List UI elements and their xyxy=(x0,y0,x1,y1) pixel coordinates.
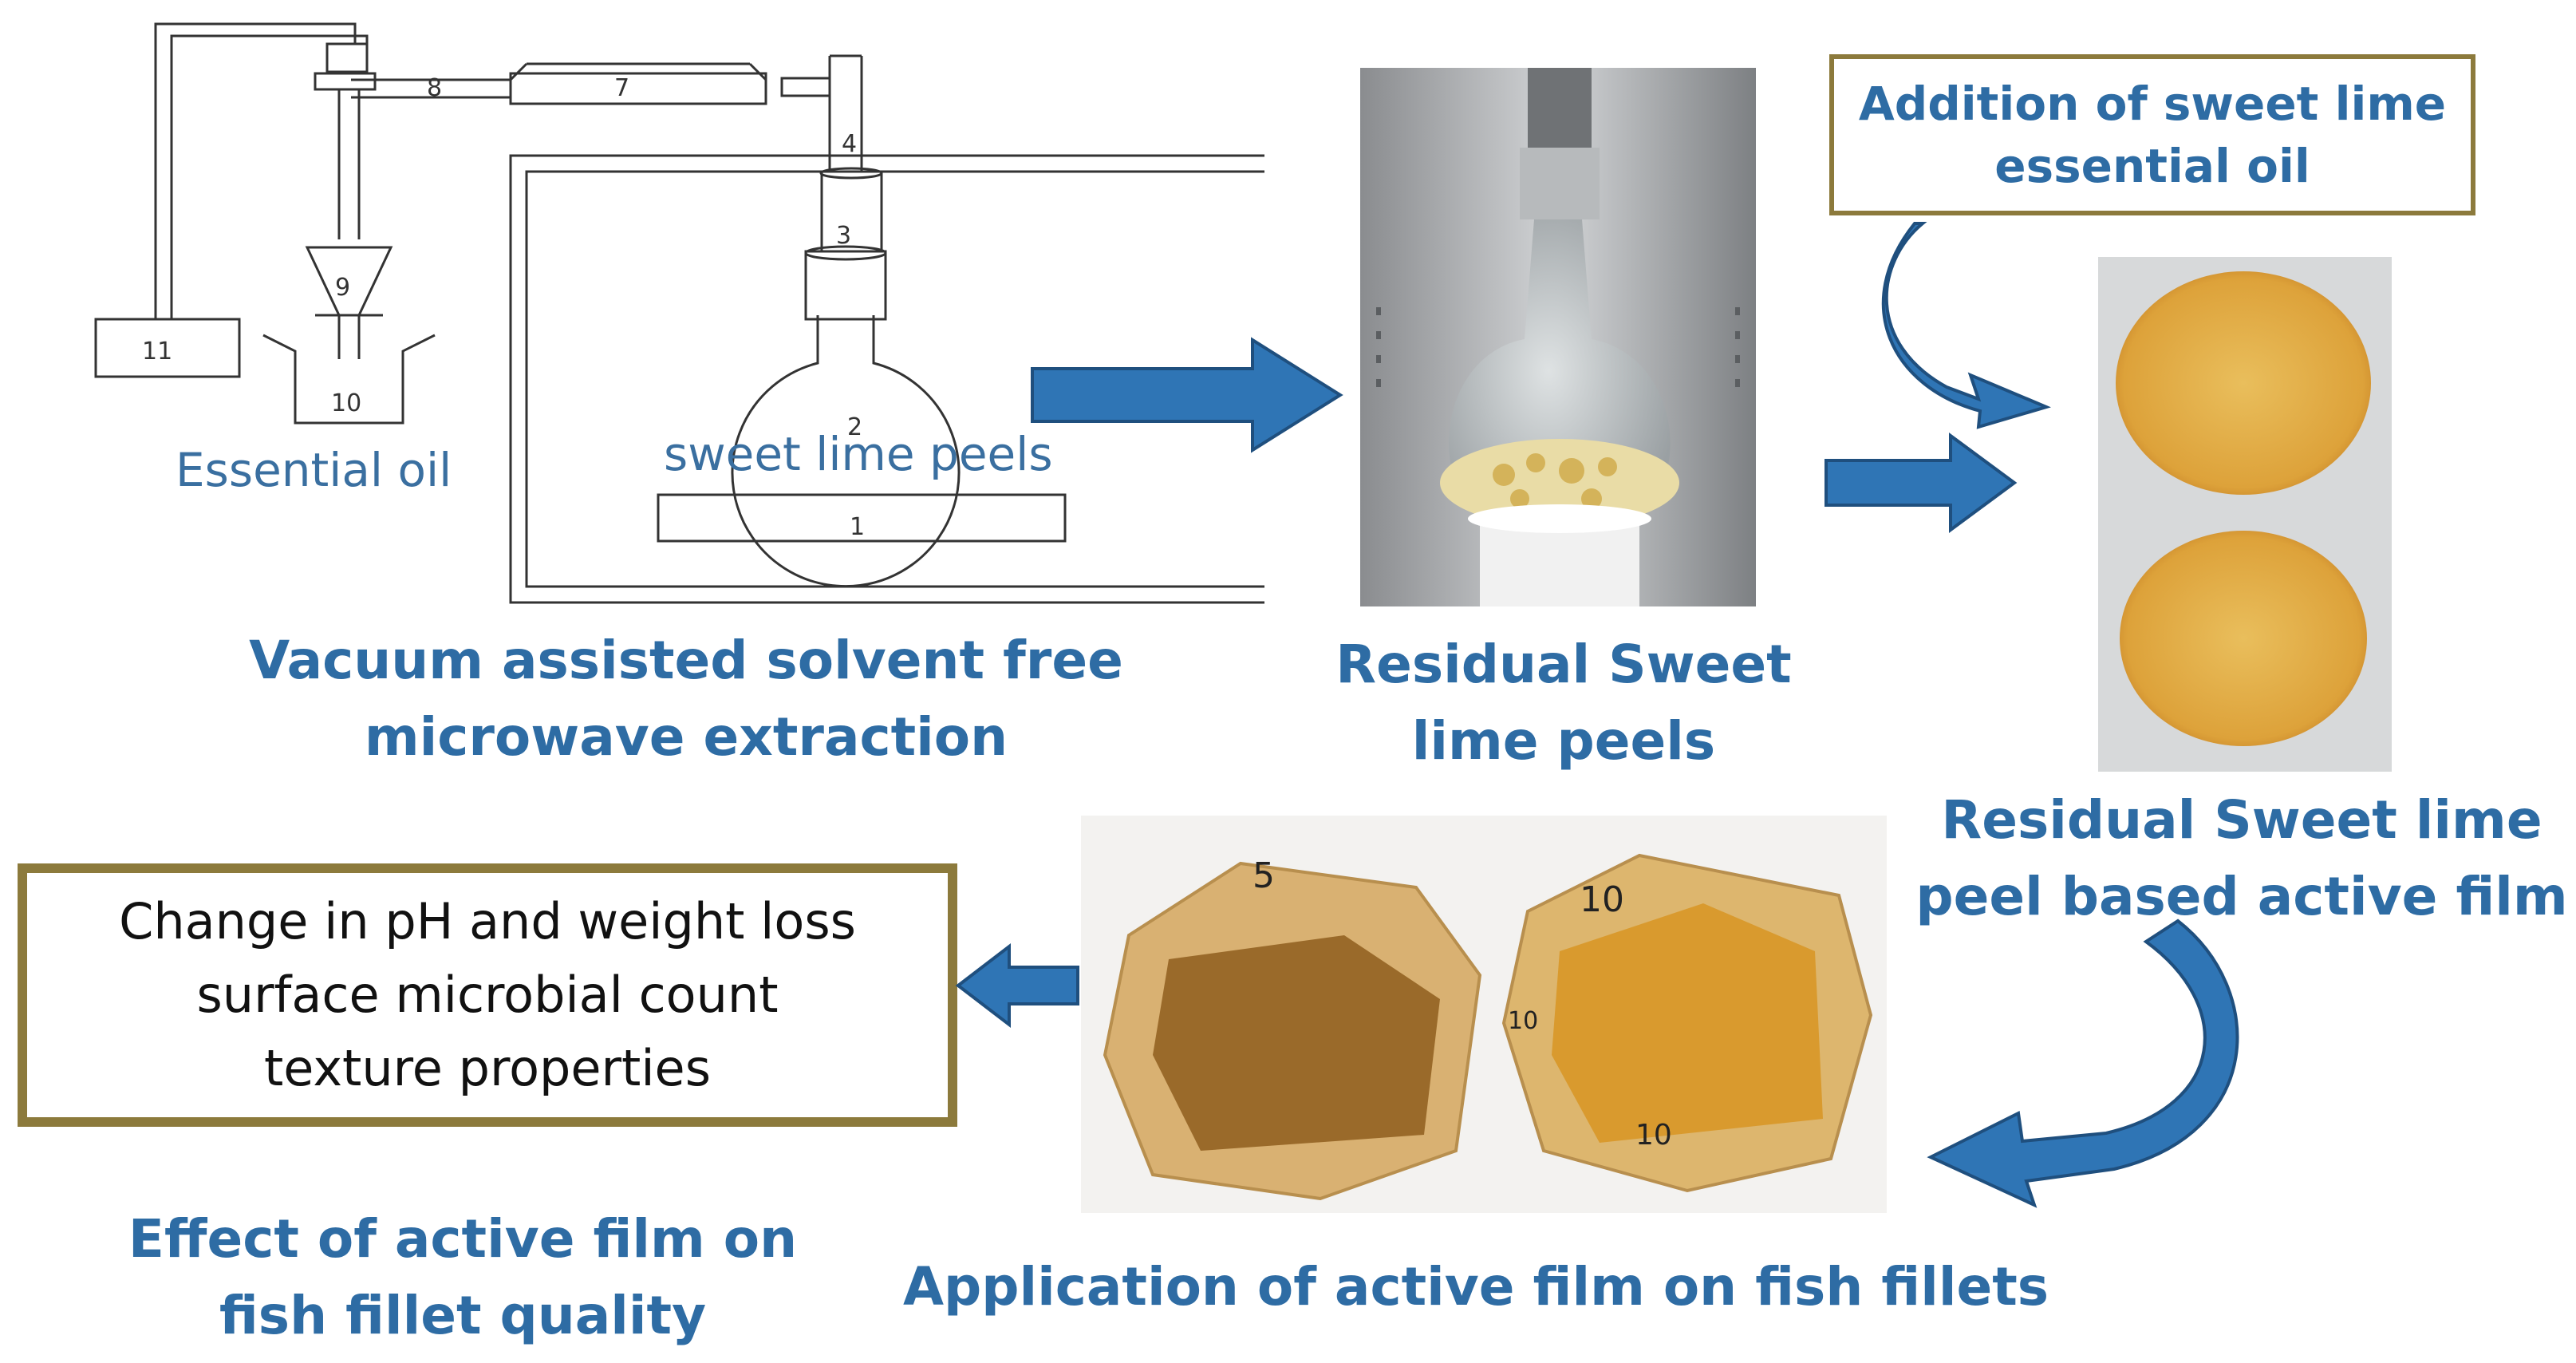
arrow-right-to-film xyxy=(1825,433,2018,533)
application-caption: Application of active film on fish fille… xyxy=(902,1256,2049,1318)
quality-line2: surface microbial count xyxy=(196,966,779,1025)
vacuum-pump-box xyxy=(94,318,241,378)
right-bag-number: 10 xyxy=(1580,879,1624,920)
extraction-caption: Vacuum assisted solvent free microwave e… xyxy=(239,622,1133,775)
left-fillet xyxy=(1153,935,1440,1151)
flask-neck xyxy=(804,250,887,321)
addition-oil-line1: Addition of sweet lime xyxy=(1858,76,2447,131)
sweet-lime-peels-label: sweet lime peels xyxy=(664,427,1053,481)
quality-parameters-box: Change in pH and weight loss surface mic… xyxy=(18,863,957,1127)
label-11: 11 xyxy=(142,338,172,365)
base-plate xyxy=(657,493,1067,543)
addition-oil-line2: essential oil xyxy=(1994,139,2310,193)
right-bag-bottom-number: 10 xyxy=(1635,1119,1672,1152)
residual-peels-caption-line2: lime peels xyxy=(1411,709,1716,772)
label-3: 3 xyxy=(836,222,851,250)
round-flask xyxy=(731,315,961,588)
effect-caption-line1: Effect of active film on xyxy=(128,1208,798,1270)
condenser xyxy=(509,72,767,105)
left-bag-number: 5 xyxy=(1252,855,1275,896)
quality-line3: texture properties xyxy=(263,1038,711,1097)
right-bag-side-number: 10 xyxy=(1508,1007,1539,1035)
oven-cabinet-outer xyxy=(509,154,1264,604)
right-fillet xyxy=(1552,903,1823,1143)
essential-oil-label: Essential oil xyxy=(176,443,452,497)
extraction-apparatus-diagram: 1 2 3 4 7 8 9 10 11 xyxy=(94,22,1264,604)
label-1: 1 xyxy=(850,513,865,541)
oven-cabinet-inner xyxy=(525,170,1264,588)
label-2: 2 xyxy=(847,413,862,441)
vacuum-line-outer xyxy=(154,22,357,319)
connecting-tube xyxy=(351,78,511,99)
quality-line1: Change in pH and weight loss xyxy=(119,892,856,951)
label-8: 8 xyxy=(427,74,442,102)
active-film-caption-line1: Residual Sweet lime xyxy=(1941,789,2542,851)
extraction-caption-line2: microwave extraction xyxy=(364,705,1008,768)
valve xyxy=(325,42,369,73)
label-7: 7 xyxy=(614,74,629,102)
active-film-caption: Residual Sweet lime peel based active fi… xyxy=(1915,782,2569,934)
collection-beaker xyxy=(262,334,436,425)
label-9: 9 xyxy=(335,274,350,302)
vacuum-line-inner xyxy=(170,34,369,319)
effect-caption: Effect of active film on fish fillet qua… xyxy=(112,1201,814,1353)
arrow-right-to-flask xyxy=(1031,337,1343,453)
arrow-left-to-quality xyxy=(955,942,1079,1029)
residual-peels-caption-line1: Residual Sweet xyxy=(1335,634,1792,695)
funnel-tube xyxy=(337,89,361,239)
label-10: 10 xyxy=(331,389,361,417)
extraction-caption-line1: Vacuum assisted solvent free xyxy=(249,630,1123,691)
active-film-caption-line2: peel based active film xyxy=(1915,865,2568,927)
residual-peels-caption: Residual Sweet lime peels xyxy=(1292,626,1835,779)
effect-caption-line2: fish fillet quality xyxy=(219,1284,707,1346)
label-4: 4 xyxy=(842,130,857,158)
curved-arrow-addition xyxy=(1881,222,2051,429)
active-film-photo xyxy=(2098,257,2392,772)
vertical-tube xyxy=(828,56,863,172)
adapter xyxy=(820,170,883,253)
film-disc-bottom xyxy=(2120,531,2367,746)
film-disc-top xyxy=(2116,271,2371,495)
addition-oil-box: Addition of sweet lime essential oil xyxy=(1829,54,2475,215)
fish-fillet-photo: 5 10 10 10 xyxy=(1081,816,1887,1213)
flask-photo xyxy=(1360,68,1756,606)
curved-arrow-to-fillets xyxy=(1927,919,2239,1208)
